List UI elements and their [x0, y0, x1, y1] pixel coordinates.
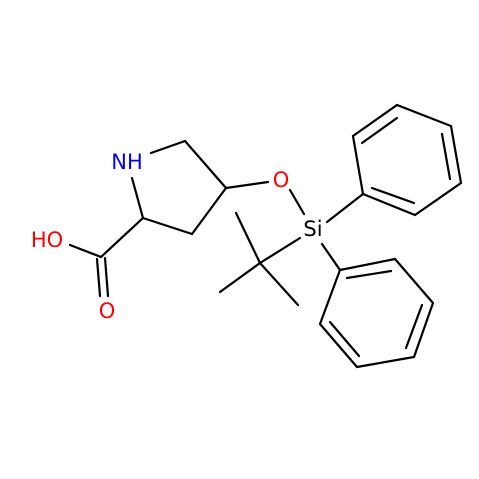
silyl-ether-linkage	[224, 180, 306, 216]
bond-si-cq	[258, 236, 302, 265]
ether-oxygen-label: O	[273, 168, 290, 192]
phenyl-ring-lower	[318, 242, 435, 369]
bond-ccooh-o-double-b	[103, 256, 110, 298]
bond-si-phenyl-lower	[320, 242, 342, 272]
amine-nh-label: NH	[111, 150, 143, 174]
silicon-label: Si	[303, 217, 322, 241]
bond-cq-methyl-right	[258, 261, 300, 307]
phenyl-ring-upper	[325, 103, 463, 224]
bond-c3-c4	[190, 186, 228, 236]
tert-butyl-group	[218, 211, 302, 307]
phenyl-upper-inner-2	[440, 132, 452, 181]
bond-c4-c5	[183, 139, 228, 190]
bond-o-si	[288, 188, 306, 216]
phenyl-upper-inner-3	[370, 186, 416, 205]
bond-ccooh-oh	[68, 243, 103, 259]
phenyl-upper-inner-1	[360, 116, 399, 145]
carbonyl-oxygen-label: O	[99, 299, 116, 323]
bond-c2-c3	[141, 216, 194, 236]
phenyl-lower-inner-1	[328, 320, 361, 358]
carboxylic-acid-group	[68, 216, 145, 298]
bond-cq-methyl-left	[218, 261, 262, 294]
bond-n-c2	[130, 176, 145, 220]
phenyl-lower-outline	[318, 257, 435, 369]
phenyl-lower-inner-2	[404, 303, 424, 350]
bond-c5-n	[149, 139, 187, 155]
bond-cq-methyl-top	[234, 211, 262, 265]
hydroxyl-label: HO	[31, 228, 63, 252]
phenyl-lower-inner-3	[345, 269, 393, 280]
pyrrolidine-ring	[130, 139, 228, 236]
bond-c2-ccooh	[99, 216, 145, 259]
bond-c4-o	[224, 180, 270, 190]
bond-si-phenyl-upper	[325, 192, 365, 224]
bond-ccooh-o-double-a	[95, 257, 102, 298]
phenyl-upper-outline	[351, 103, 463, 217]
